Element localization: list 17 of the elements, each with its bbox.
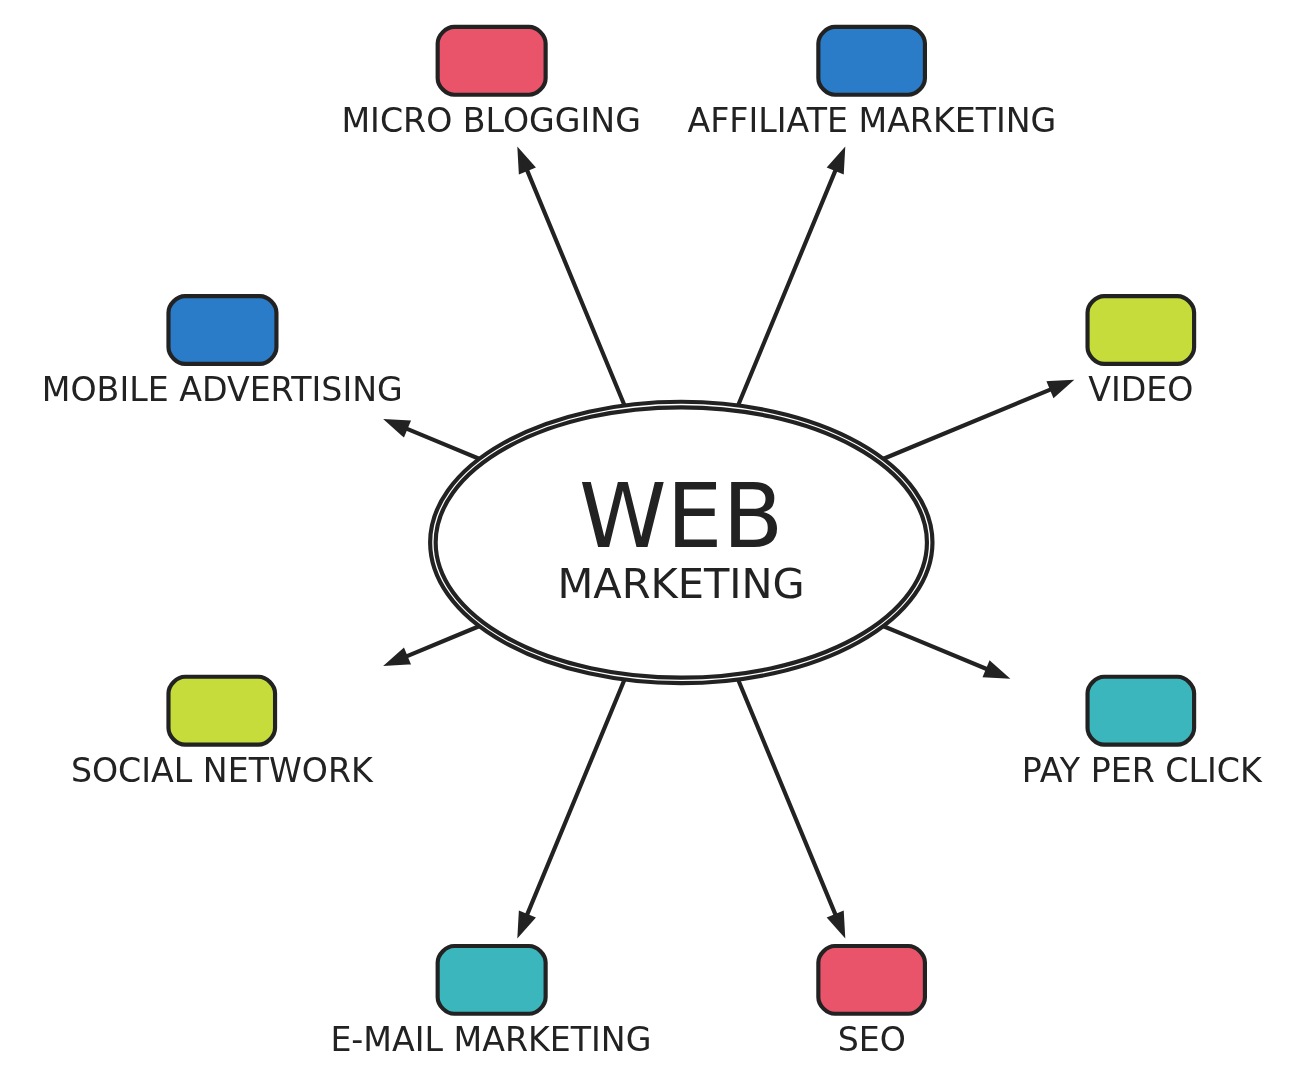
node-label: VIDEO: [1087, 369, 1193, 409]
arrow: [882, 379, 1074, 461]
arrow: [382, 419, 480, 461]
node-label: SEO: [837, 1019, 906, 1059]
node-ellipse: WEB MARKETING: [427, 399, 935, 686]
node-label: SOCIAL NETWORK: [70, 750, 373, 790]
node-label: AFFILIATE MARKETING: [687, 100, 1056, 140]
node-label: PAY PER CLICK: [1021, 750, 1262, 790]
arrow: [516, 146, 626, 407]
arrow: [735, 678, 845, 939]
arrow: [882, 624, 1010, 679]
arrow: [382, 624, 480, 666]
node-label: E-MAIL MARKETING: [329, 1019, 651, 1059]
arrow: [735, 146, 845, 407]
node-label: MOBILE ADVERTISING: [41, 369, 403, 409]
arrow: [516, 678, 626, 939]
node-label: MICRO BLOGGING: [340, 100, 641, 140]
